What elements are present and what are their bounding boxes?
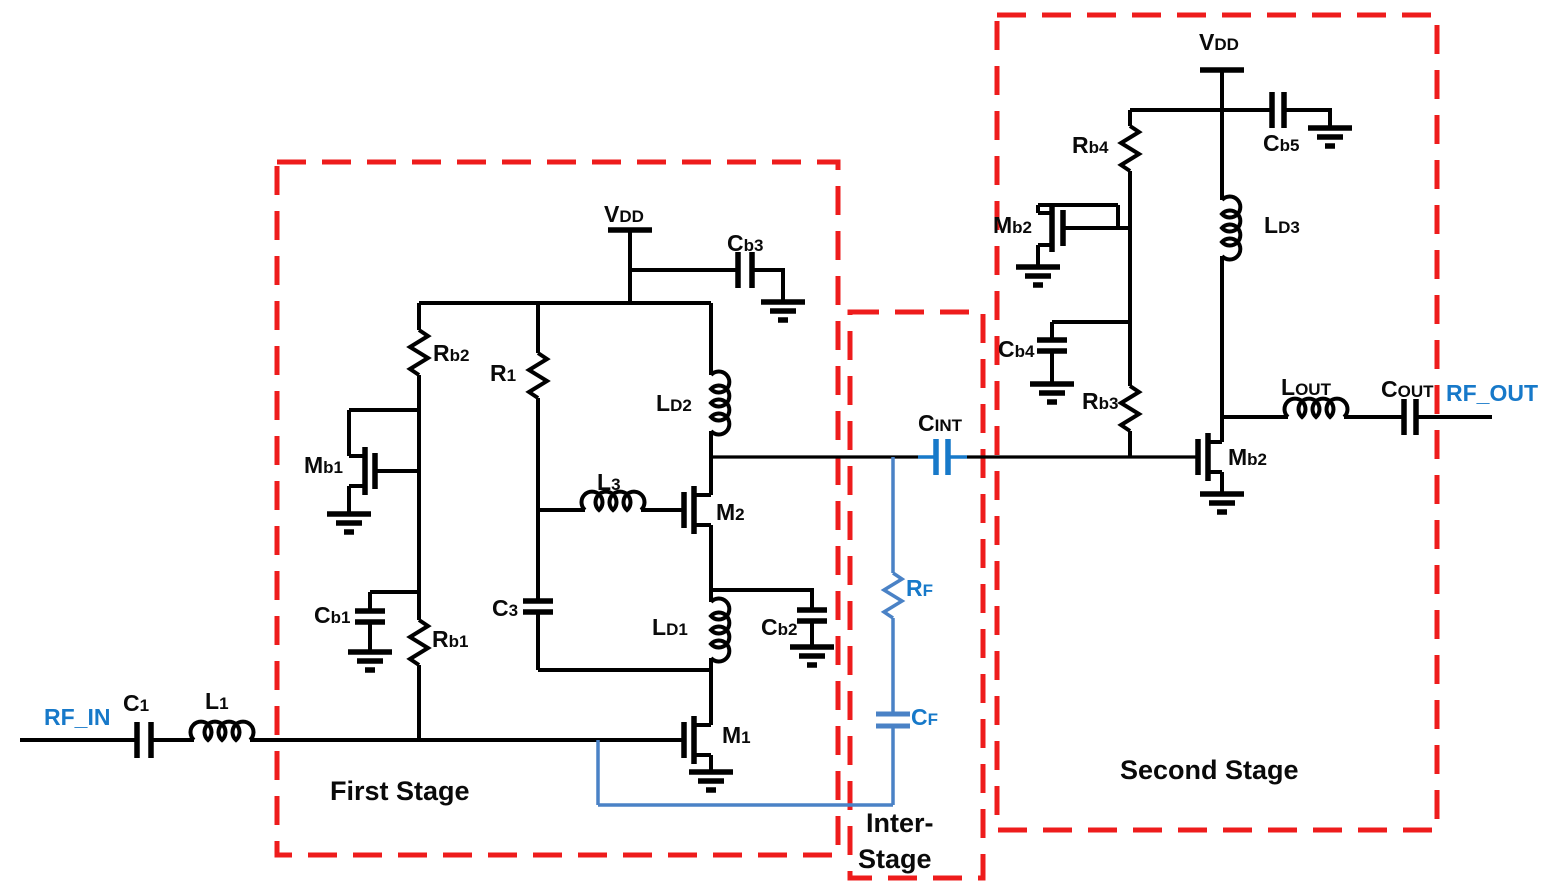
ground-mb2-out xyxy=(1200,491,1244,515)
capacitor-c3 xyxy=(523,598,553,615)
transistor-mb2-out xyxy=(1195,433,1244,515)
label-rf-out: RF_OUT xyxy=(1446,380,1538,406)
inductor-l1 xyxy=(188,719,256,743)
label-m1: M1 xyxy=(722,722,751,748)
first-stage-title: First Stage xyxy=(330,776,470,806)
label-rf: RF xyxy=(906,575,934,601)
label-cb4: Cb4 xyxy=(998,336,1035,362)
first-stage-box xyxy=(274,159,841,858)
inductor-lout xyxy=(1282,396,1350,420)
capacitor-cb3 xyxy=(630,252,805,323)
capacitor-cout xyxy=(1401,399,1419,435)
inductor-l3 xyxy=(538,489,684,513)
capacitor-cb4 xyxy=(1030,320,1130,405)
ground-cb2 xyxy=(790,644,834,668)
label-cb2: Cb2 xyxy=(761,614,798,640)
vdd-rail-first-stage xyxy=(419,227,711,305)
ground-mb2-bias xyxy=(1016,264,1060,288)
label-mb2-bias: Mb2 xyxy=(993,212,1033,238)
capacitor-c1 xyxy=(134,722,154,758)
ground-m1 xyxy=(689,769,733,793)
label-rf-in: RF_IN xyxy=(44,704,111,730)
label-cb1: Cb1 xyxy=(314,602,351,628)
label-r1: R1 xyxy=(490,360,517,386)
transistor-m2 xyxy=(681,457,713,602)
transistor-mb1 xyxy=(327,408,419,535)
inter-stage-title-line1: Inter- xyxy=(866,808,934,838)
transistor-m1 xyxy=(681,716,733,793)
inter-stage-box xyxy=(847,309,986,881)
resistor-rf xyxy=(880,571,906,620)
label-m2: M2 xyxy=(716,499,745,525)
label-rb1: Rb1 xyxy=(432,626,469,652)
label-vdd-second: VDD xyxy=(1199,29,1239,55)
ground-mb1 xyxy=(327,511,371,535)
resistor-rb1 xyxy=(406,618,432,667)
label-cf: CF xyxy=(911,704,939,730)
label-cb5: Cb5 xyxy=(1263,130,1300,156)
label-lout: LOUT xyxy=(1281,374,1331,400)
ground-cb4 xyxy=(1030,381,1074,405)
label-c3: C3 xyxy=(492,595,519,621)
resistor-rb4 xyxy=(1117,124,1143,173)
inter-stage-title-line2: Stage xyxy=(858,844,932,874)
label-ld2: LD2 xyxy=(656,390,692,416)
capacitor-cb1 xyxy=(348,590,419,673)
ground-cb1 xyxy=(348,649,392,673)
label-rb2: Rb2 xyxy=(433,340,470,366)
label-l3: L3 xyxy=(597,469,621,495)
resistor-r1 xyxy=(525,351,551,400)
resistor-rb2 xyxy=(406,328,432,377)
second-stage-box xyxy=(994,12,1440,833)
capacitor-cb5 xyxy=(1269,92,1352,149)
second-stage-title: Second Stage xyxy=(1120,755,1299,785)
label-cb3: Cb3 xyxy=(727,230,764,256)
label-cout: COUT xyxy=(1381,376,1434,402)
transistor-mb2-bias xyxy=(1016,203,1130,288)
label-l1: L1 xyxy=(205,688,229,714)
label-cint: CINT xyxy=(918,410,963,436)
inductor-ld2 xyxy=(708,303,732,457)
label-ld1: LD1 xyxy=(652,614,688,640)
label-rb3: Rb3 xyxy=(1082,388,1119,414)
capacitor-cf xyxy=(876,711,910,729)
capacitor-cint xyxy=(918,439,967,475)
resistor-rb3 xyxy=(1117,384,1143,433)
feedback-path xyxy=(596,457,910,807)
label-vdd-first: VDD xyxy=(604,201,644,227)
label-c1: C1 xyxy=(123,690,150,716)
branch-r1-c3 xyxy=(536,303,711,672)
capacitor-cb2 xyxy=(711,588,834,668)
label-mb1: Mb1 xyxy=(304,452,344,478)
inductor-ld3 xyxy=(1219,110,1243,442)
ground-cb5 xyxy=(1308,125,1352,149)
label-mb2-out: Mb2 xyxy=(1228,444,1268,470)
label-ld3: LD3 xyxy=(1264,212,1300,238)
inductor-ld1 xyxy=(708,596,732,725)
vdd-rail-second-stage xyxy=(1130,67,1332,126)
ground-cb3 xyxy=(761,299,805,323)
label-rb4: Rb4 xyxy=(1072,132,1109,158)
